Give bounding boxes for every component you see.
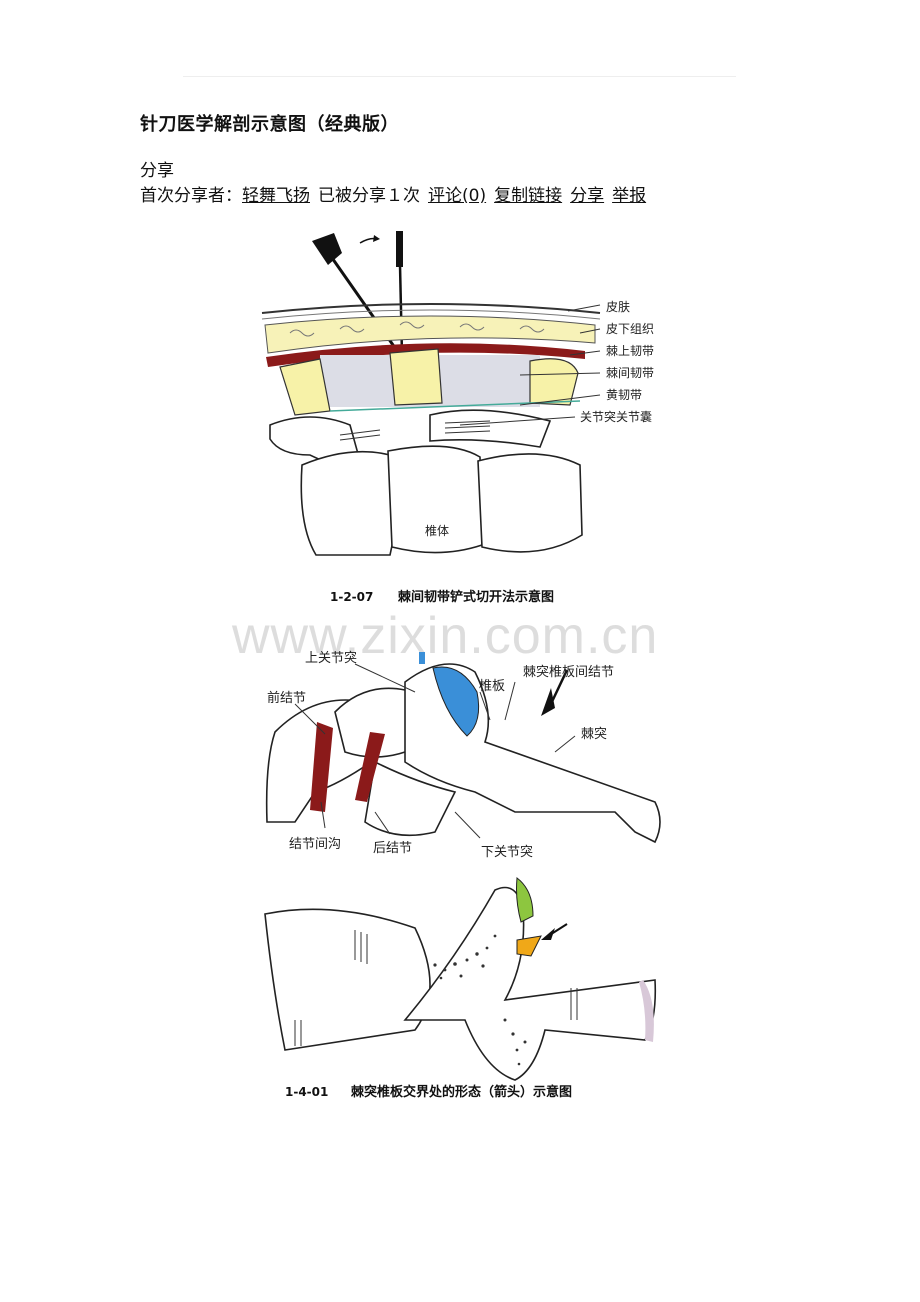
share-link[interactable]: 分享 xyxy=(570,186,605,206)
label-vertebral-body: 椎体 xyxy=(425,523,449,538)
shared-count: 已被分享１次 xyxy=(318,186,420,206)
label-flavum: 黄韧带 xyxy=(606,388,642,402)
label-posterior-tubercle: 后结节 xyxy=(373,841,412,856)
label-supraspinous: 棘上韧带 xyxy=(606,344,654,358)
figure3-caption-number: 1-4-01 xyxy=(285,1085,328,1099)
first-sharer-label: 首次分享者： xyxy=(140,186,242,206)
subcutaneous-layer xyxy=(264,315,596,354)
figure-spinolaminar-junction: 1-4-01 棘突椎板交界处的形态（箭头）示意图 xyxy=(264,877,657,1100)
figure1-caption-number: 1-2-07 xyxy=(330,590,373,604)
page-title: 针刀医学解剖示意图（经典版） xyxy=(140,114,399,135)
share-meta: 首次分享者：轻舞飞扬已被分享１次评论(0) 复制链接分享举报 xyxy=(140,181,646,206)
figure-vertebra-lateral: 上关节突 椎板 棘突椎板间结节 前结节 棘突 结节间沟 后结节 下关节突 xyxy=(265,650,661,860)
watermark: www.zixin.com.cn xyxy=(232,607,659,665)
figure1-caption-text: 棘间韧带铲式切开法示意图 xyxy=(398,589,554,605)
label-anterior-tubercle: 前结节 xyxy=(267,690,306,706)
label-superior-articular: 上关节突 xyxy=(305,650,357,666)
label-facet-capsule: 关节突关节囊 xyxy=(580,409,652,424)
label-interspinous: 棘间韧带 xyxy=(606,366,654,380)
share-heading: 分享 xyxy=(140,161,174,181)
skin-layer xyxy=(261,303,601,314)
label-intertubercular-groove: 结节间沟 xyxy=(289,837,341,852)
label-inferior-articular: 下关节突 xyxy=(481,844,533,860)
report-link[interactable]: 举报 xyxy=(612,186,647,206)
copy-link-link[interactable]: 复制链接 xyxy=(494,186,563,206)
supraspinous-ligament xyxy=(266,343,585,367)
sharer-link[interactable]: 轻舞飞扬 xyxy=(242,186,310,206)
label-spinous-process: 棘突 xyxy=(581,726,607,742)
label-skin: 皮肤 xyxy=(606,299,630,314)
top-divider xyxy=(183,76,736,77)
comment-link[interactable]: 评论(0) xyxy=(428,186,487,206)
figure3-caption-text: 棘突椎板交界处的形态（箭头）示意图 xyxy=(351,1084,572,1100)
figure-ligament-incision: 皮肤 皮下组织 棘上韧带 棘间韧带 黄韧带 关节突关节囊 椎体 1-2-07 棘… xyxy=(261,231,654,605)
label-lamina: 椎板 xyxy=(479,679,505,694)
label-subcutaneous: 皮下组织 xyxy=(606,322,654,336)
label-spinolaminar-tubercle: 棘突椎板间结节 xyxy=(523,664,614,680)
